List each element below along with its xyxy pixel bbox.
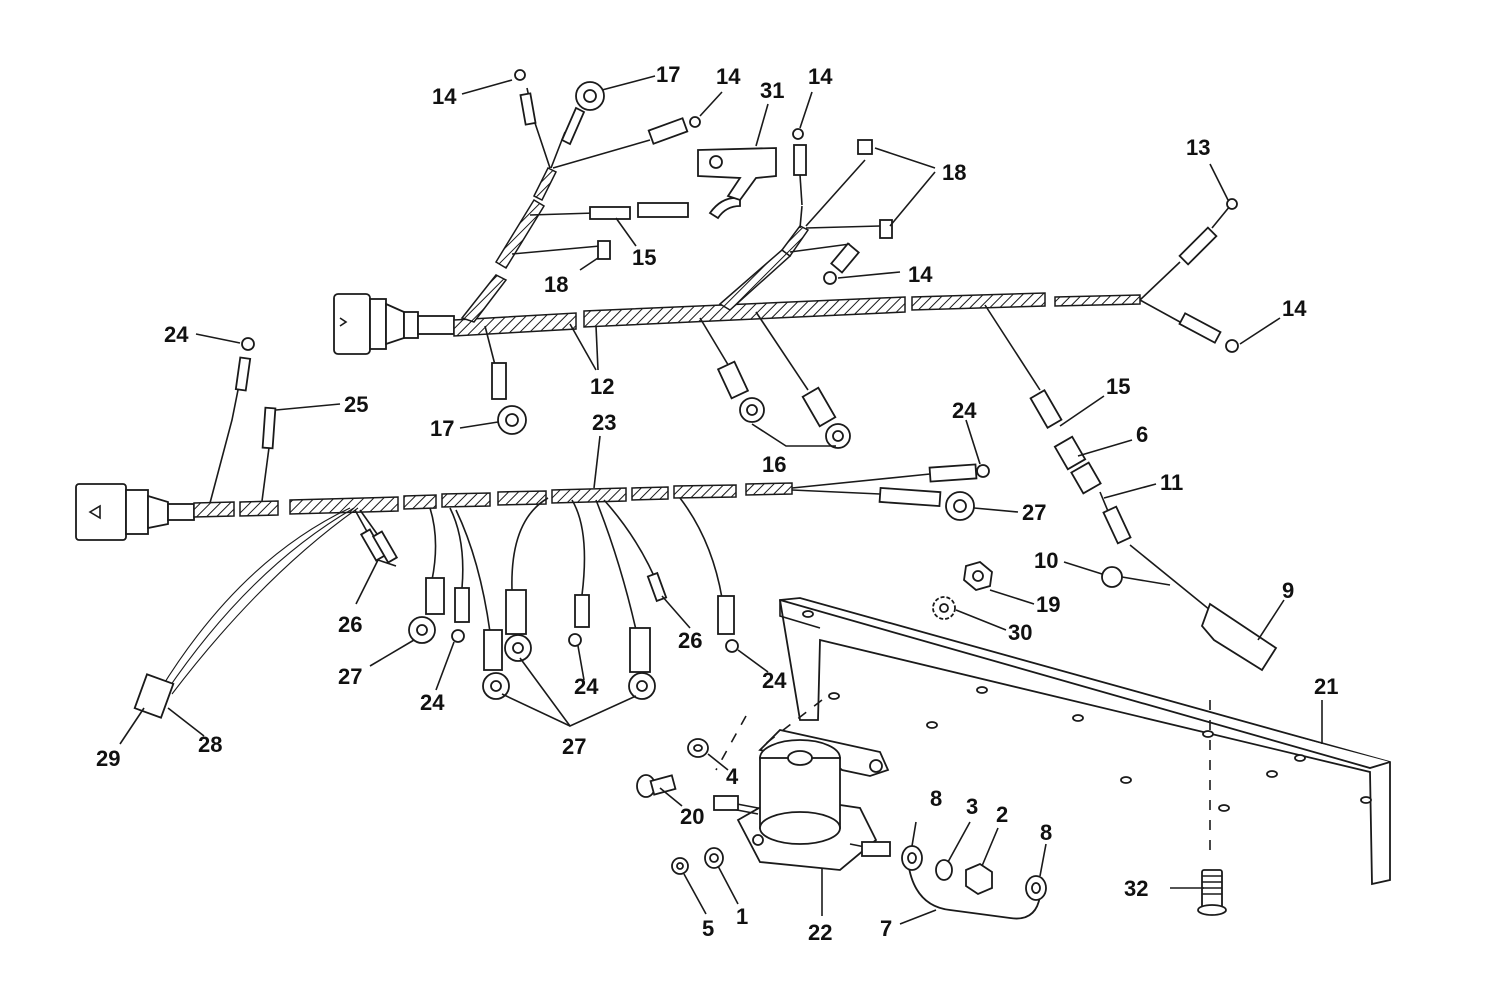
callout-5: 5 bbox=[702, 916, 714, 941]
callout-7: 7 bbox=[880, 916, 892, 941]
lower-harness-trunk bbox=[193, 482, 793, 518]
leader-lines bbox=[119, 75, 1323, 925]
callout-26: 26 bbox=[338, 612, 362, 637]
callout-1: 1 bbox=[736, 904, 748, 929]
upper-harness bbox=[333, 69, 1278, 672]
drop-leads bbox=[408, 497, 739, 700]
callout-11: 11 bbox=[1160, 470, 1183, 495]
callout-10: 10 bbox=[1034, 548, 1058, 573]
callout-32: 32 bbox=[1124, 876, 1148, 901]
nut-19 bbox=[963, 561, 993, 591]
upper-left-branch bbox=[460, 69, 741, 435]
upper-harness-connector bbox=[333, 293, 455, 355]
mounting-bracket-21 bbox=[778, 597, 1391, 886]
callout-31: 31 bbox=[760, 78, 784, 103]
solenoid-22 bbox=[713, 699, 891, 871]
leads-28-29 bbox=[133, 507, 359, 719]
callout-16: 16 bbox=[762, 452, 786, 477]
screw-20 bbox=[636, 774, 677, 798]
leads-16 bbox=[699, 311, 851, 449]
callout-27: 27 bbox=[1022, 500, 1046, 525]
washer-4 bbox=[687, 738, 709, 758]
callout-24: 24 bbox=[420, 690, 445, 715]
upper-harness-trunk bbox=[453, 292, 1141, 337]
callout-19: 19 bbox=[1036, 592, 1060, 617]
callout-24: 24 bbox=[574, 674, 599, 699]
callout-24: 24 bbox=[164, 322, 189, 347]
callout-3: 3 bbox=[966, 794, 978, 819]
callout-14: 14 bbox=[1282, 296, 1307, 321]
nut-5 bbox=[671, 857, 689, 875]
leads-26-left bbox=[354, 509, 399, 564]
lockwasher-3 bbox=[935, 859, 953, 881]
callout-12: 12 bbox=[590, 374, 614, 399]
callout-labels: 14 17 14 31 14 18 13 15 18 14 14 24 25 1… bbox=[96, 62, 1338, 945]
callout-29: 29 bbox=[96, 746, 120, 771]
callout-18: 18 bbox=[544, 272, 568, 297]
lower-harness-connector bbox=[75, 483, 195, 541]
nut-2 bbox=[965, 862, 993, 896]
callout-13: 13 bbox=[1186, 135, 1210, 160]
callout-6: 6 bbox=[1136, 422, 1148, 447]
diagonal-lead bbox=[984, 304, 1278, 672]
right-branch bbox=[1139, 198, 1239, 353]
clip-bracket-31 bbox=[697, 147, 777, 202]
callout-8: 8 bbox=[1040, 820, 1052, 845]
callout-24: 24 bbox=[952, 398, 977, 423]
callout-30: 30 bbox=[1008, 620, 1032, 645]
callout-22: 22 bbox=[808, 920, 832, 945]
washer-1 bbox=[704, 847, 724, 869]
callout-14: 14 bbox=[808, 64, 833, 89]
callout-14: 14 bbox=[716, 64, 741, 89]
hardware bbox=[636, 561, 1391, 920]
callout-27: 27 bbox=[338, 664, 362, 689]
middle-branch bbox=[718, 128, 893, 311]
callout-8: 8 bbox=[930, 786, 942, 811]
callout-23: 23 bbox=[592, 410, 616, 435]
callout-24: 24 bbox=[762, 668, 787, 693]
callout-15: 15 bbox=[632, 245, 656, 270]
callout-20: 20 bbox=[680, 804, 704, 829]
callout-27: 27 bbox=[562, 734, 586, 759]
lockwasher-30 bbox=[932, 596, 956, 620]
callout-18: 18 bbox=[942, 160, 966, 185]
callout-15: 15 bbox=[1106, 374, 1130, 399]
callout-9: 9 bbox=[1282, 578, 1294, 603]
callout-4: 4 bbox=[726, 764, 739, 789]
screw-32 bbox=[1197, 869, 1227, 916]
callout-21: 21 bbox=[1314, 674, 1338, 699]
callout-26: 26 bbox=[678, 628, 702, 653]
callout-14: 14 bbox=[908, 262, 933, 287]
right-leads-24-27 bbox=[791, 463, 990, 521]
callout-25: 25 bbox=[344, 392, 368, 417]
callout-28: 28 bbox=[198, 732, 222, 757]
callout-14: 14 bbox=[432, 84, 457, 109]
leads-24-25-left bbox=[209, 337, 277, 504]
callout-2: 2 bbox=[996, 802, 1008, 827]
lower-harness bbox=[75, 337, 990, 719]
callout-17: 17 bbox=[430, 416, 454, 441]
callout-17: 17 bbox=[656, 62, 680, 87]
